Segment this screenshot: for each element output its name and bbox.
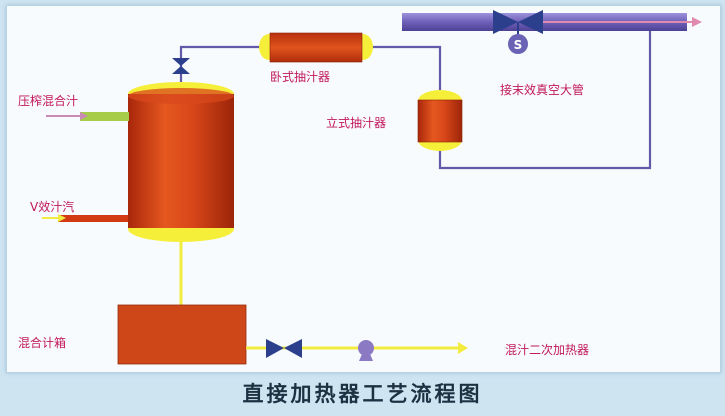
label-vacuum-main: 接末效真空大管	[500, 83, 585, 97]
label-mixed-juice-tank: 混合计箱	[18, 336, 67, 350]
pump-base	[359, 354, 373, 361]
heater-top-dome	[128, 88, 234, 104]
outlet-valve-icon[interactable]	[266, 339, 284, 358]
steam-inlet-pipe	[58, 215, 128, 222]
steam-inlet-arrowhead	[58, 214, 66, 222]
horizontal-extractor	[269, 32, 363, 63]
pump-icon[interactable]	[358, 340, 374, 356]
vapor-valve-icon[interactable]	[172, 58, 190, 66]
label-steam-inlet: V效汁汽	[30, 200, 75, 214]
label-feed-inlet: 压榨混合汁	[18, 94, 79, 108]
outlet-arrowhead	[458, 342, 468, 354]
solenoid-valve-icon[interactable]	[508, 34, 528, 54]
feed-inlet-pipe	[80, 112, 129, 121]
label-horizontal-extractor: 卧式抽汁器	[270, 70, 331, 84]
label-vertical-extractor: 立式抽汁器	[326, 116, 387, 130]
label-outlet: 混汁二次加热器	[505, 343, 590, 357]
vapor-valve-icon-lower	[172, 66, 190, 74]
outlet-valve-icon-right	[284, 339, 302, 358]
mixed-juice-tank	[117, 304, 247, 365]
direct-heater-vessel	[128, 94, 234, 228]
vacuum-valve-icon[interactable]	[493, 10, 518, 34]
vacuum-flow-arrowhead	[692, 17, 702, 27]
vapor-line-top	[179, 45, 264, 82]
diagram-title: 直接加热器工艺流程图	[242, 382, 483, 406]
vertical-extractor	[417, 99, 463, 143]
vapor-line-horizontal-to-vertical	[368, 45, 442, 92]
feed-inlet-arrowhead	[80, 112, 88, 120]
vacuum-valve-icon-right	[518, 10, 543, 34]
solenoid-symbol: S	[514, 38, 523, 52]
vacuum-drop-pipe	[438, 31, 652, 170]
